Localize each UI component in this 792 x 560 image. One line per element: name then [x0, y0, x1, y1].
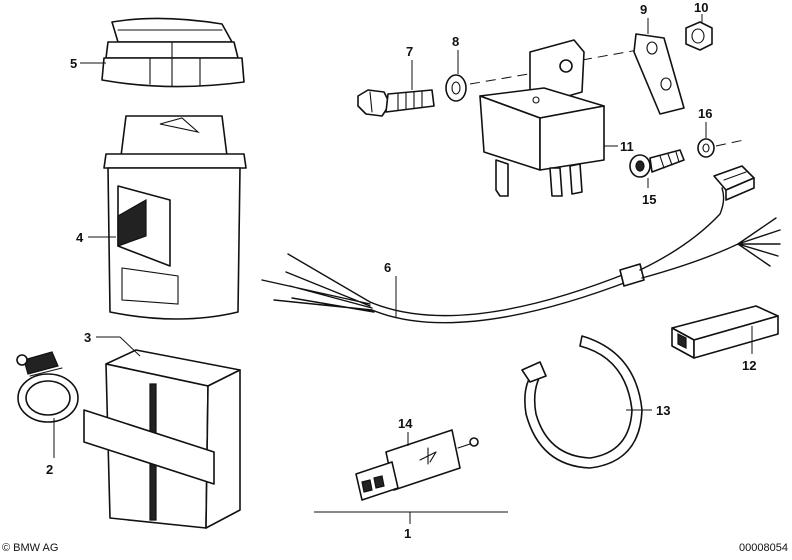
part-12-connector — [671, 305, 779, 359]
callout-3: 3 — [84, 330, 91, 345]
callout-11: 11 — [620, 139, 634, 154]
part-5-boot-cap — [101, 17, 245, 88]
part-6-wiring-harness — [261, 165, 781, 324]
copyright-label: © BMW AG — [2, 542, 59, 554]
part-10-hex-nut — [685, 21, 713, 51]
callout-5: 5 — [70, 56, 77, 71]
callout-4: 4 — [76, 230, 84, 245]
part-9-bracket — [633, 33, 685, 115]
part-4-rocker-switch — [103, 115, 247, 320]
callout-15: 15 — [642, 192, 656, 207]
callout-9: 9 — [640, 2, 647, 17]
part-11-relay — [479, 39, 605, 197]
part-8-washer — [445, 74, 467, 102]
callout-6: 6 — [384, 260, 391, 275]
part-16-lock-washer — [697, 138, 715, 158]
callout-2: 2 — [46, 462, 53, 477]
part-3-rubber-sleeve — [83, 349, 241, 529]
callout-16: 16 — [698, 106, 712, 121]
callout-10: 10 — [694, 0, 708, 15]
part-7-bolt — [357, 89, 435, 117]
callout-1: 1 — [404, 526, 411, 541]
document-number: 00008054 — [739, 542, 788, 554]
callout-7: 7 — [406, 44, 413, 59]
callout-12: 12 — [742, 358, 756, 373]
part-13-cable-strap — [521, 335, 643, 469]
callout-13: 13 — [656, 403, 670, 418]
part-14-inline-diode — [355, 429, 479, 501]
part-2-hose-clamp — [16, 351, 79, 423]
callout-8: 8 — [452, 34, 459, 49]
part-15-screw — [629, 149, 685, 178]
callout-14: 14 — [398, 416, 413, 431]
